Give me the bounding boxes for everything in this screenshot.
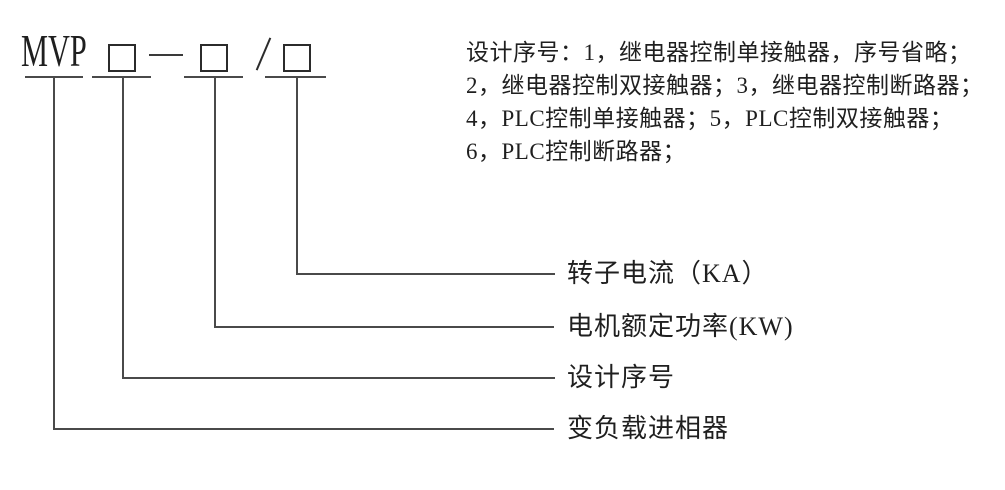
code-box-motor-power (200, 44, 228, 72)
design-serial-notes: 设计序号：1，继电器控制单接触器，序号省略； 2，继电器控制双接触器；3，继电器… (466, 36, 1005, 168)
underline-model-prefix (25, 76, 83, 78)
leader-vertical-design-serial (122, 78, 124, 379)
code-box-rotor-current (283, 44, 311, 72)
label-design-serial: 设计序号 (567, 363, 676, 392)
leader-vertical-phase-advancer (53, 78, 55, 429)
note-line: 6，PLC控制断路器； (466, 139, 687, 164)
model-prefix: MVP (21, 25, 87, 76)
leader-horizontal-rotor-current (296, 273, 555, 275)
note-line: 设计序号：1，继电器控制单接触器，序号省略； (466, 40, 972, 65)
slash-separator (255, 37, 272, 71)
underline-design-serial (92, 76, 151, 78)
leader-horizontal-motor-power (214, 326, 554, 328)
leader-vertical-rotor-current (296, 78, 298, 275)
label-motor-power: 电机额定功率(KW) (567, 312, 794, 341)
underline-rotor-current (265, 76, 326, 78)
dash-separator (149, 54, 183, 56)
underline-motor-power (184, 76, 243, 78)
label-phase-advancer: 变负载进相器 (567, 414, 730, 443)
leader-horizontal-phase-advancer (53, 428, 554, 430)
leader-horizontal-design-serial (122, 377, 555, 379)
note-line: 2，继电器控制双接触器；3，继电器控制断路器； (466, 73, 984, 98)
code-box-design-serial (108, 44, 136, 72)
note-line: 4，PLC控制单接触器；5，PLC控制双接触器； (466, 106, 954, 131)
label-rotor-current: 转子电流（KA） (567, 259, 769, 288)
leader-vertical-motor-power (214, 78, 216, 328)
